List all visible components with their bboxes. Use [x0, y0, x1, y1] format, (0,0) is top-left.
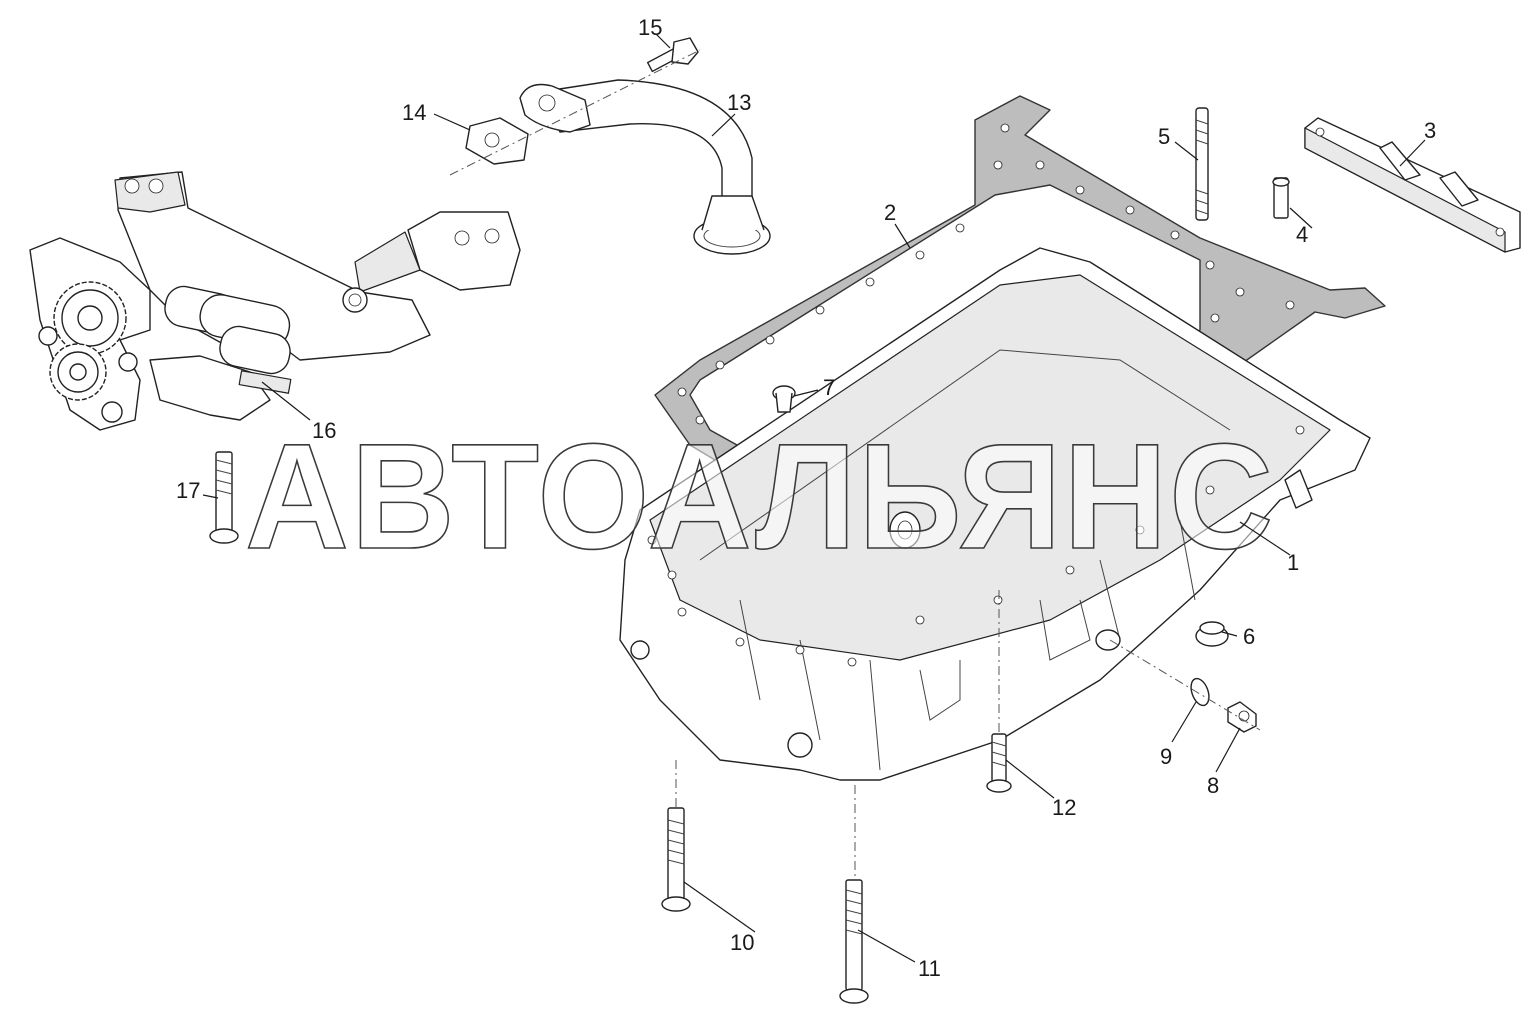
callout-6: 6: [1243, 624, 1255, 649]
pump-bolt: [209, 451, 239, 544]
flange-gasket: [465, 117, 529, 165]
callout-9: 9: [1160, 744, 1172, 769]
oil-pump-assembly: [29, 171, 521, 431]
oil-pan: [619, 247, 1371, 781]
leader-lines: [202, 33, 1426, 963]
pipe-bolt: [646, 37, 699, 73]
seal-ring: [1190, 677, 1210, 707]
pump-gear-upper: [53, 281, 127, 355]
bracket: [1304, 117, 1521, 253]
watermark-text: АВТОАЛЬЯНС: [245, 412, 1275, 580]
callout-5: 5: [1158, 124, 1170, 149]
callouts: 1 2 3 4 5 6 7 8 9 10 11 12 13 14 15 16 1…: [176, 15, 1436, 981]
callout-15: 15: [638, 15, 662, 40]
callout-17: 17: [176, 478, 200, 503]
grommet: [772, 385, 796, 413]
bolt-extra-long: [839, 879, 869, 1004]
callout-10: 10: [730, 930, 754, 955]
plug: [1195, 621, 1229, 647]
bracket-screw: [1272, 177, 1290, 219]
suction-pipe: [519, 79, 771, 255]
callout-1: 1: [1287, 550, 1299, 575]
callout-16: 16: [312, 418, 336, 443]
callout-13: 13: [727, 90, 751, 115]
callout-7: 7: [823, 375, 835, 400]
bolt-long: [661, 807, 691, 912]
bolt-short: [986, 733, 1012, 793]
drain-plug: [1227, 701, 1257, 733]
pump-gear-lower: [49, 343, 107, 401]
callout-3: 3: [1424, 118, 1436, 143]
callout-12: 12: [1052, 795, 1076, 820]
callout-11: 11: [918, 956, 941, 981]
callout-8: 8: [1207, 773, 1219, 798]
callout-14: 14: [402, 100, 426, 125]
callout-4: 4: [1296, 222, 1308, 247]
stud: [1195, 107, 1209, 221]
callout-2: 2: [884, 200, 896, 225]
